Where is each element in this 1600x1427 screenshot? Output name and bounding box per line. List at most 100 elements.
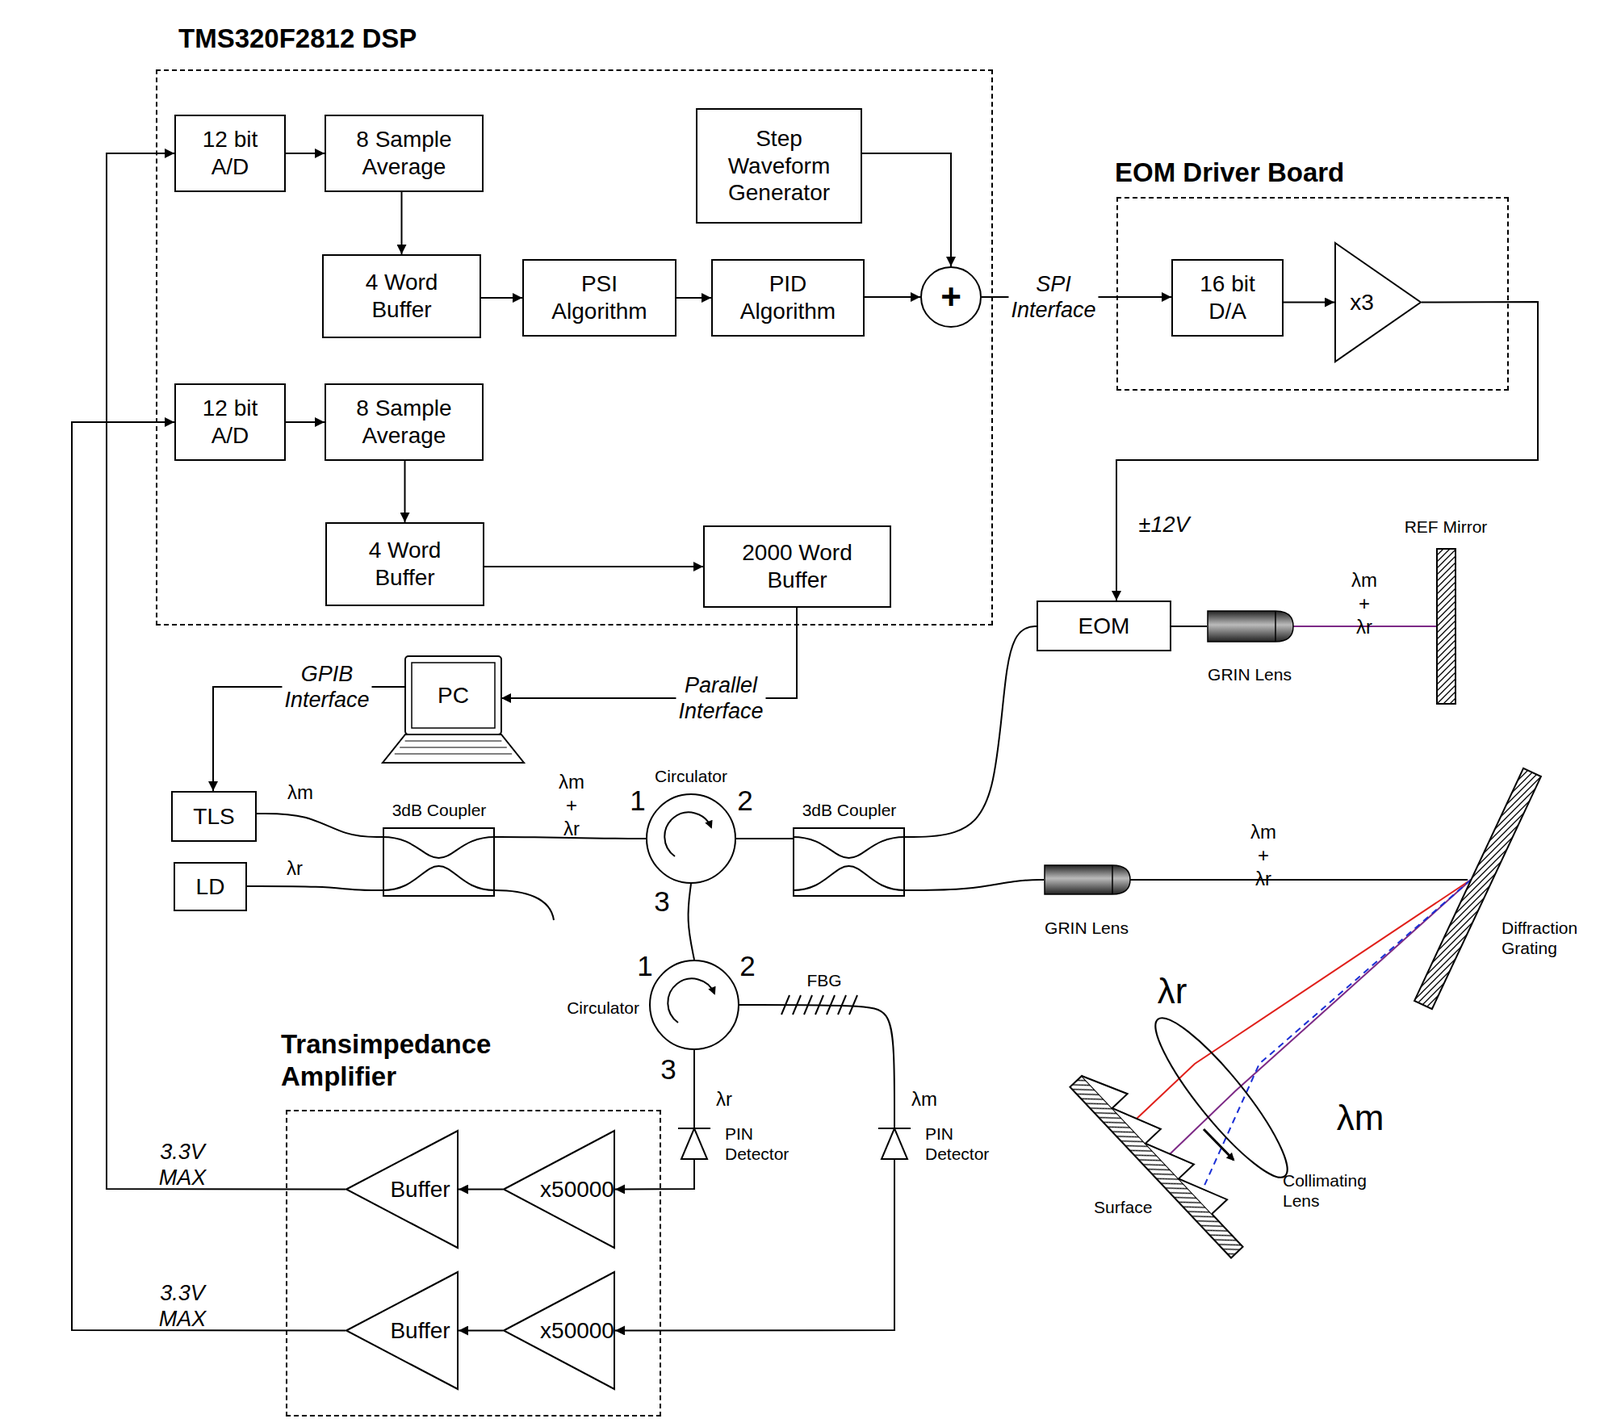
diffraction-grating <box>1414 768 1542 1010</box>
photodiode-symbol: PIN Detector <box>678 1122 711 1160</box>
connector-label: λr <box>286 857 303 881</box>
connector-label: 3.3V MAX <box>159 1139 207 1192</box>
process-box: PSI Algorithm <box>522 259 677 337</box>
fiber-coupler <box>793 828 905 897</box>
optical-label: λm <box>1336 1097 1385 1140</box>
keyboard-keys <box>394 741 512 754</box>
node-label: Circulator <box>618 766 764 787</box>
fiber-coupler: 3dB Coupler <box>382 827 495 897</box>
process-box: 12 bit A/D <box>174 114 286 193</box>
process-box: 4 Word Buffer <box>325 522 485 607</box>
node-label: TMS320F2812 DSP <box>178 22 583 55</box>
process-box: 8 Sample Average <box>324 383 484 461</box>
summing-junction: + <box>920 266 982 328</box>
group-frame: Transimpedance Amplifierx50000Bufferx500… <box>285 1109 662 1417</box>
amplifier-triangle <box>503 1272 615 1390</box>
optical-fiber <box>688 883 695 960</box>
port-number: 2 <box>739 949 755 984</box>
process-box: EOM <box>1036 600 1172 652</box>
purple-ray <box>1169 879 1471 1155</box>
optical-circulator: Circulator <box>649 959 740 1051</box>
node-label: + <box>940 276 962 319</box>
amplifier-triangle <box>346 1272 458 1390</box>
node-label: 12 bit A/D <box>192 394 269 449</box>
node-label: 3dB Coupler <box>784 800 914 821</box>
shape-outline <box>1467 772 1541 1006</box>
group-frame: TMS320F2812 DSP12 bit A/D8 Sample Averag… <box>155 69 993 626</box>
process-box: 4 Word Buffer <box>322 254 482 339</box>
screen <box>411 662 495 729</box>
reference-mirror <box>1436 548 1456 704</box>
lens-face <box>1274 611 1277 642</box>
optical-circulator <box>649 960 739 1050</box>
shape-outline <box>1334 242 1422 363</box>
optical-label: FBG <box>806 970 842 991</box>
node-label: EOM <box>1078 612 1131 641</box>
connector-label: λm + λr <box>1250 820 1277 891</box>
node-label: 4 Word Buffer <box>349 268 455 323</box>
signal-arrow <box>615 1159 895 1332</box>
connector-label: 3.3V MAX <box>159 1280 207 1333</box>
lens-face <box>1111 865 1114 895</box>
connector-label: λm + λr <box>1351 569 1378 639</box>
test-surface <box>1069 1061 1258 1258</box>
port-number: 1 <box>636 949 653 984</box>
process-box: Step Waveform Generator <box>695 108 863 224</box>
node-label: x3 <box>1349 289 1374 317</box>
shape-outline <box>645 793 737 884</box>
port-number: 2 <box>737 783 753 818</box>
optical-fiber <box>739 1005 895 1123</box>
node-label: PIN Detector <box>724 1123 806 1165</box>
blue-ray <box>1202 879 1471 1190</box>
keyboard-base <box>382 734 524 763</box>
process-box: TLS <box>171 791 257 842</box>
circulator-arrow <box>664 812 712 857</box>
node-label: LD <box>196 873 226 901</box>
signal-arrow <box>1116 301 1538 601</box>
connector-label: Parallel Interface <box>675 672 766 725</box>
node-label: Circulator <box>550 997 640 1018</box>
signal-arrow <box>615 1159 695 1190</box>
connector-label: λm <box>287 781 314 805</box>
node-label: 2000 Word Buffer <box>730 539 864 594</box>
signal-arrow <box>458 1330 503 1332</box>
signal-arrow <box>484 565 704 568</box>
optical-fiber <box>1171 625 1207 628</box>
shape-outline <box>878 1122 911 1160</box>
grin-lens <box>1044 865 1131 895</box>
signal-arrow <box>71 422 346 1332</box>
node-label: Transimpedance Amplifier <box>280 1028 540 1093</box>
coupler-fiber <box>382 837 495 859</box>
shape-outline <box>792 827 905 897</box>
shape-outline <box>382 827 495 897</box>
summing-junction <box>921 267 981 327</box>
motion-arrow <box>1203 1129 1234 1161</box>
node-label: GRIN Lens <box>1189 664 1311 685</box>
node-label: PC <box>437 682 470 710</box>
signal-arrow <box>1283 301 1335 304</box>
shape-outline <box>1436 548 1456 704</box>
node-label: x50000 <box>540 1176 615 1204</box>
optical-fiber <box>1130 879 1468 881</box>
node-label: 8 Sample Average <box>343 125 465 181</box>
node-label: GRIN Lens <box>1026 917 1148 939</box>
grin-lens: GRIN Lens <box>1043 862 1131 898</box>
node-label: Buffer <box>389 1176 450 1204</box>
signal-arrow <box>676 297 712 299</box>
amplifier-triangle: Buffer <box>345 1130 459 1249</box>
signal-arrow <box>285 152 325 155</box>
process-box: 8 Sample Average <box>324 114 484 193</box>
port-number: 3 <box>653 884 670 919</box>
surface-steps <box>1081 1061 1228 1215</box>
photodiode-symbol: PIN Detector <box>878 1122 911 1160</box>
node-label: TLS <box>192 803 235 831</box>
port-number: 1 <box>629 783 646 818</box>
connector-label: ±12V <box>1139 511 1190 538</box>
coupler-fiber <box>382 866 495 891</box>
node-label: x50000 <box>540 1317 615 1345</box>
surface-body <box>1069 1076 1243 1258</box>
node-label: PID Algorithm <box>731 270 845 325</box>
amplifier-triangle: Buffer <box>345 1271 459 1391</box>
signal-arrow <box>285 421 325 424</box>
amplifier-triangle <box>1335 242 1421 362</box>
